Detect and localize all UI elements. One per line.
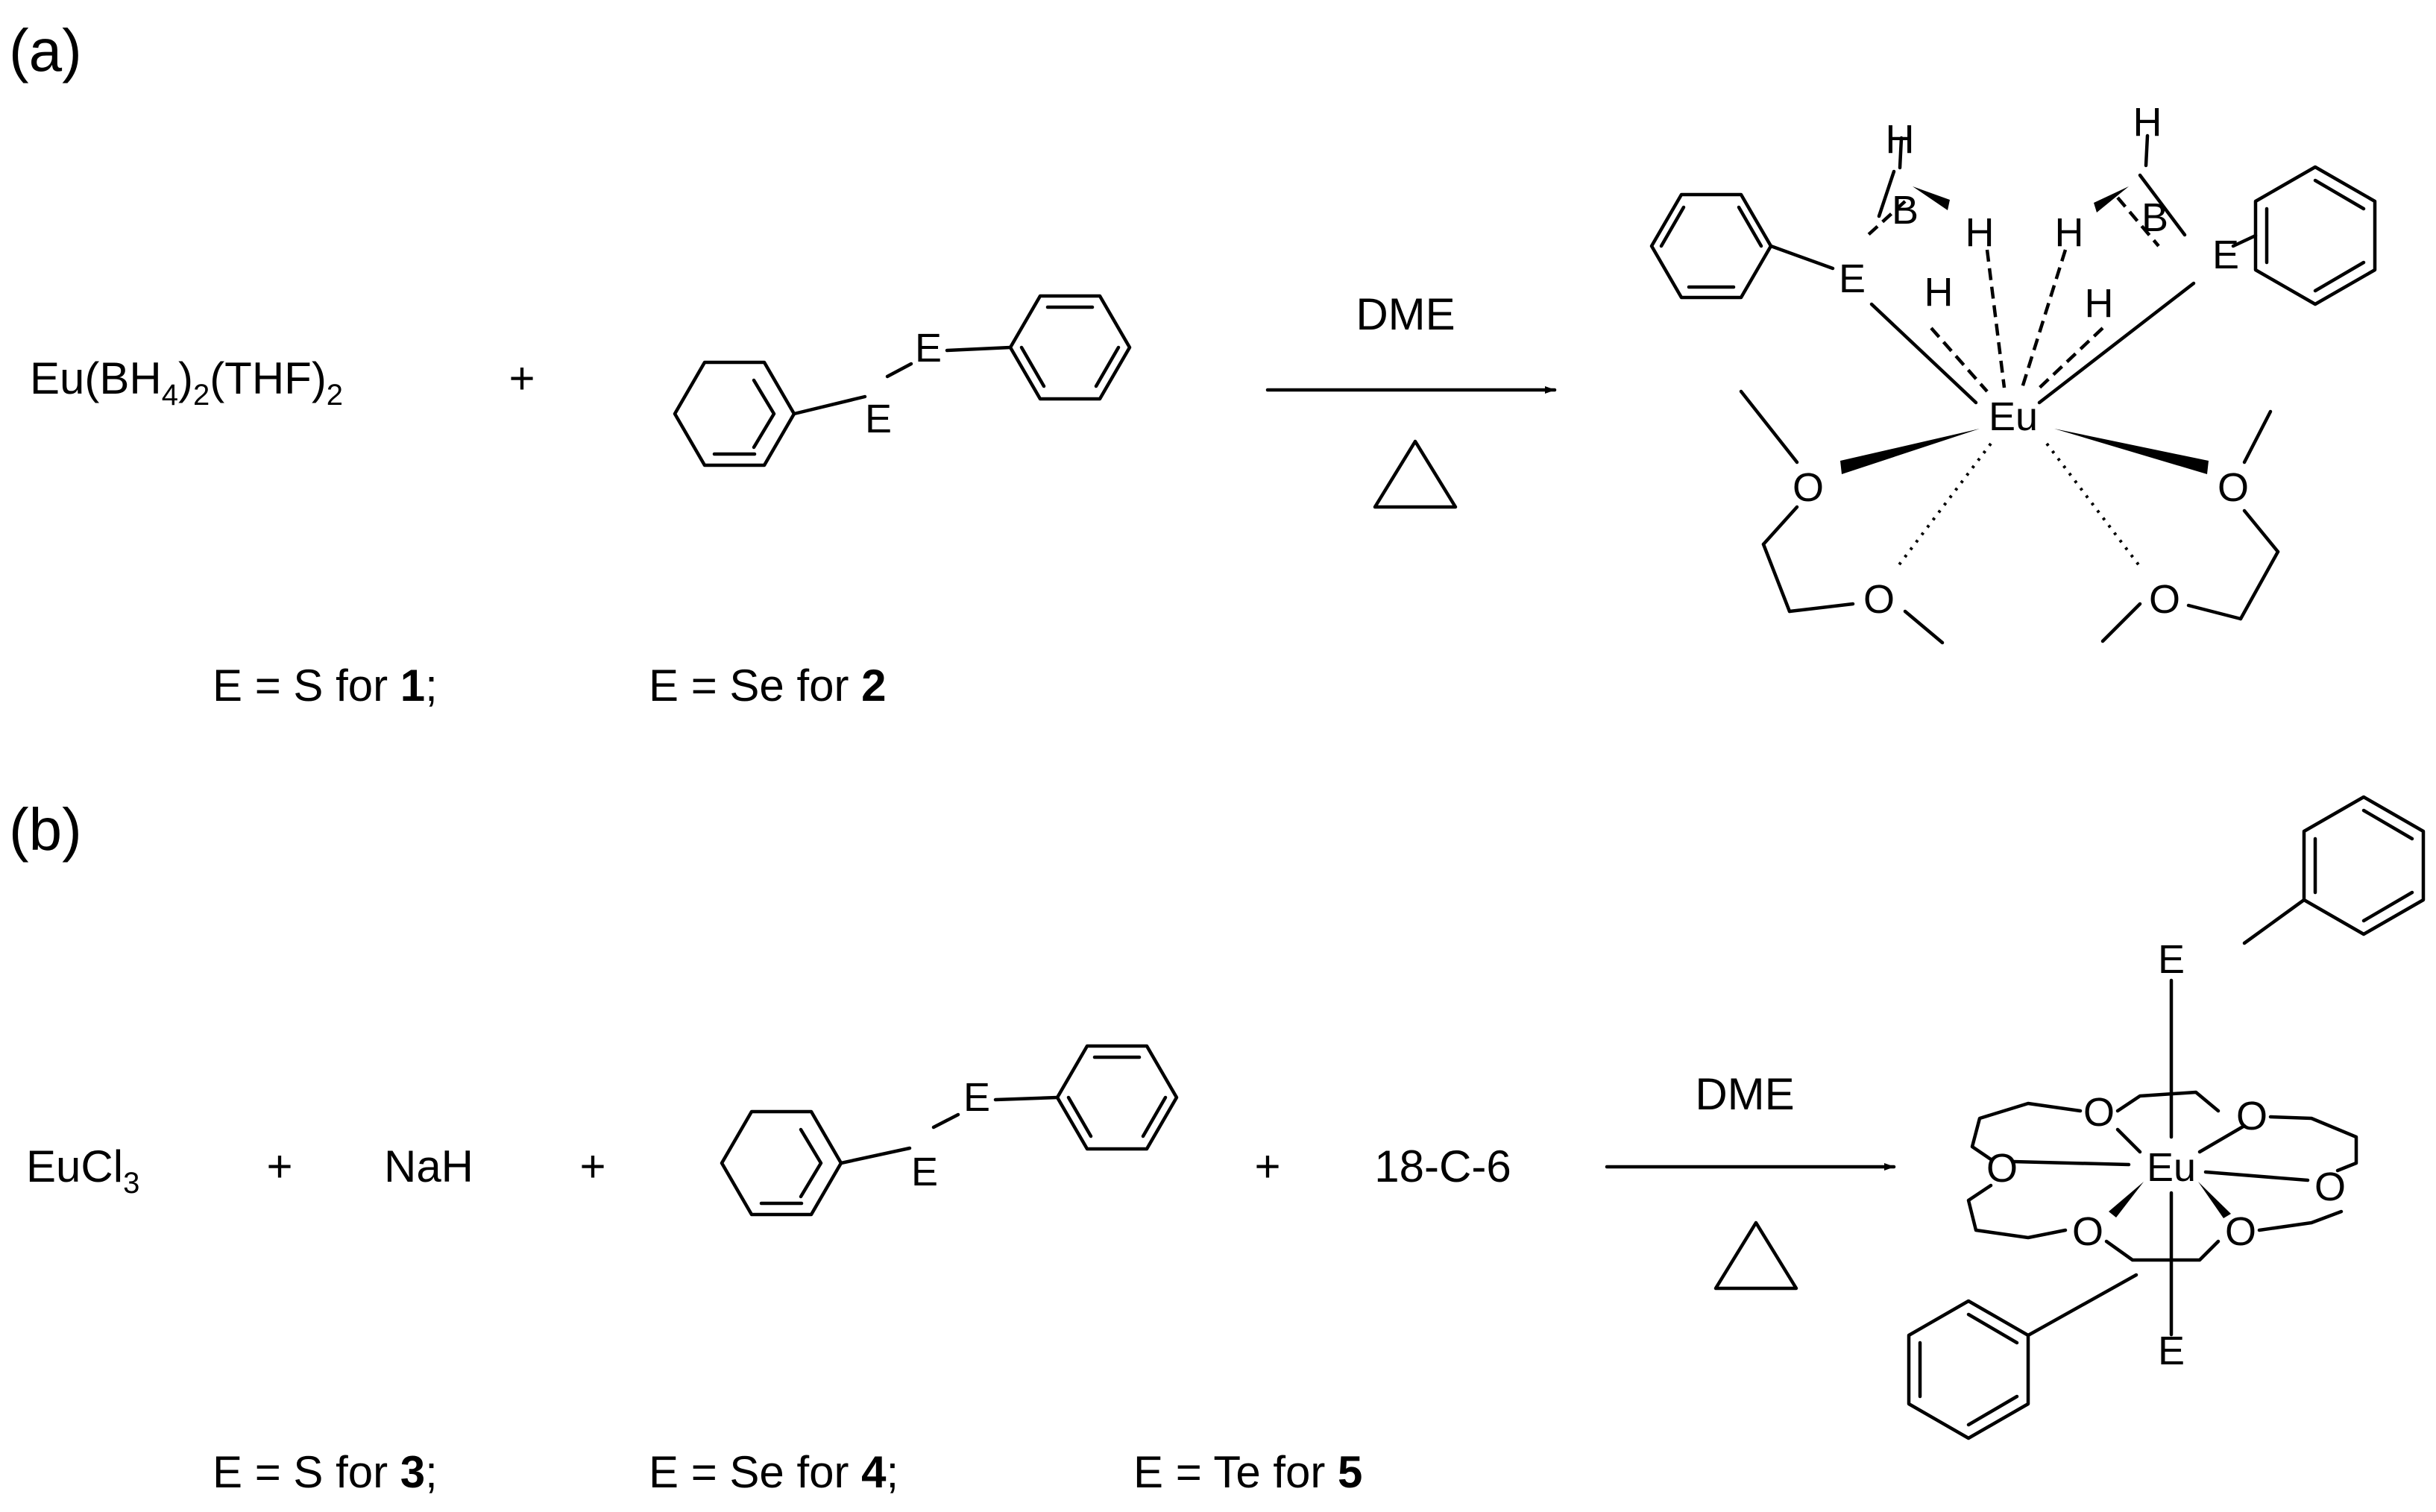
oxygen-atom: O xyxy=(2225,1209,2256,1254)
europium-atom: Eu xyxy=(1989,394,2038,439)
plus-sign: + xyxy=(509,353,535,403)
europium-atom: Eu xyxy=(2147,1145,2196,1190)
oxygen-atom: O xyxy=(1986,1146,2018,1191)
europium-chloride: EuCl3 xyxy=(26,1141,139,1200)
plus-sign: + xyxy=(266,1141,292,1191)
heat-triangle-icon xyxy=(1373,439,1458,509)
europium-bis-borane-chalcogenolate-complex: Eu B B H H H H H H E E O O O O xyxy=(1649,100,2377,645)
panel-a-label: (a) xyxy=(9,17,82,84)
europium-borohydride-thf: Eu(BH4)2(THF)2 xyxy=(30,353,343,412)
chalcogen-atom: E xyxy=(2158,937,2185,982)
crown-ether: 18-C-6 xyxy=(1374,1141,1511,1191)
solvent-label: DME xyxy=(1356,289,1455,339)
oxygen-atom: O xyxy=(2149,577,2180,622)
footnote-compound-2: E = Se for 2 xyxy=(649,661,887,711)
hydrogen-atom: H xyxy=(1924,270,1954,315)
oxygen-atom: O xyxy=(2072,1209,2103,1254)
oxygen-atom: O xyxy=(1793,465,1824,510)
hydrogen-atom: H xyxy=(2085,281,2114,326)
oxygen-atom: O xyxy=(2218,465,2249,510)
footnote-compound-4: E = Se for 4; xyxy=(649,1447,898,1497)
solvent-label: DME xyxy=(1695,1069,1794,1119)
oxygen-atom: O xyxy=(2314,1165,2346,1209)
chalcogen-atom: E xyxy=(911,1150,938,1194)
chalcogen-atom: E xyxy=(1839,256,1866,301)
hydrogen-atom: H xyxy=(2133,100,2162,145)
hydrogen-atom: H xyxy=(2055,210,2084,255)
panel-b-label: (b) xyxy=(9,796,82,863)
plus-sign: + xyxy=(579,1141,605,1191)
boron-atom: B xyxy=(1892,188,1919,233)
chalcogen-atom: E xyxy=(915,326,942,371)
heat-triangle-icon xyxy=(1713,1220,1798,1291)
diphenyl-dichalcogenide: E E xyxy=(720,1044,1179,1217)
oxygen-atom: O xyxy=(2083,1090,2115,1135)
oxygen-atom: O xyxy=(1863,577,1895,622)
diphenyl-dichalcogenide: E E xyxy=(673,294,1132,467)
hydrogen-atom: H xyxy=(1886,117,1915,162)
sodium-hydride: NaH xyxy=(384,1141,473,1191)
chalcogen-atom: E xyxy=(2158,1329,2185,1373)
footnote-compound-1: E = S for 1; xyxy=(213,661,438,711)
panel-a: (a) Eu(BH4)2(THF)2 + E E DME xyxy=(9,17,2377,711)
hydrogen-atom: H xyxy=(1966,210,1995,255)
plus-sign: + xyxy=(1254,1141,1280,1191)
chalcogen-atom: E xyxy=(963,1075,990,1120)
oxygen-atom: O xyxy=(2236,1094,2267,1138)
footnote-compound-5: E = Te for 5 xyxy=(1133,1447,1362,1497)
footnote-compound-3: E = S for 3; xyxy=(213,1447,438,1497)
boron-atom: B xyxy=(2141,195,2168,240)
chalcogen-atom: E xyxy=(865,397,892,441)
europium-crown-ether-bis-chalcogenolate-complex: Eu E E O O O O O O xyxy=(1907,795,2426,1440)
chalcogen-atom: E xyxy=(2212,233,2239,277)
panel-b: (b) EuCl3 + NaH + E E + 18-C-6 DME xyxy=(9,795,2426,1497)
